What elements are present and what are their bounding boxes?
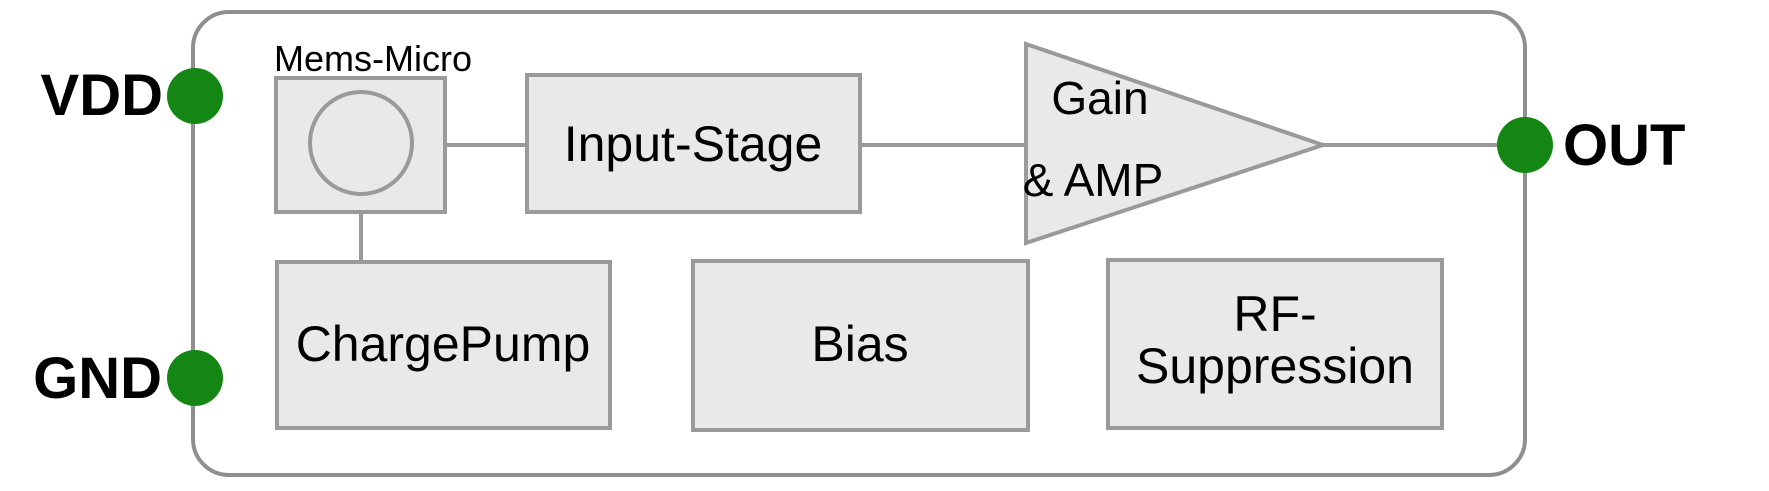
rf-suppression-label-line2: Suppression (1136, 338, 1414, 394)
block-charge-pump (275, 260, 612, 430)
amplifier-label-line2: & AMP (1023, 154, 1164, 206)
mems-micro-label: Mems-Micro (274, 38, 472, 79)
out-port-dot (1497, 117, 1553, 173)
block-bias (691, 259, 1030, 432)
block-rf-suppression (1106, 258, 1444, 430)
charge-pump-label: ChargePump (296, 316, 591, 372)
rf-suppression-label-line1: RF- (1233, 286, 1316, 342)
vdd-port-label: VDD (41, 63, 163, 128)
block-input-stage (525, 73, 862, 214)
gnd-port-label: GND (33, 346, 162, 411)
bias-label: Bias (811, 316, 908, 372)
amplifier-triangle (1024, 41, 1330, 246)
amplifier-label-line1: Gain (1051, 72, 1148, 124)
mems-membrane-icon (308, 90, 414, 196)
input-stage-label: Input-Stage (564, 116, 823, 172)
gnd-port-dot (167, 350, 223, 406)
chip-outline (191, 10, 1527, 477)
vdd-port-dot (167, 68, 223, 124)
out-port-label: OUT (1563, 113, 1685, 178)
block-mems-micro (274, 76, 447, 214)
